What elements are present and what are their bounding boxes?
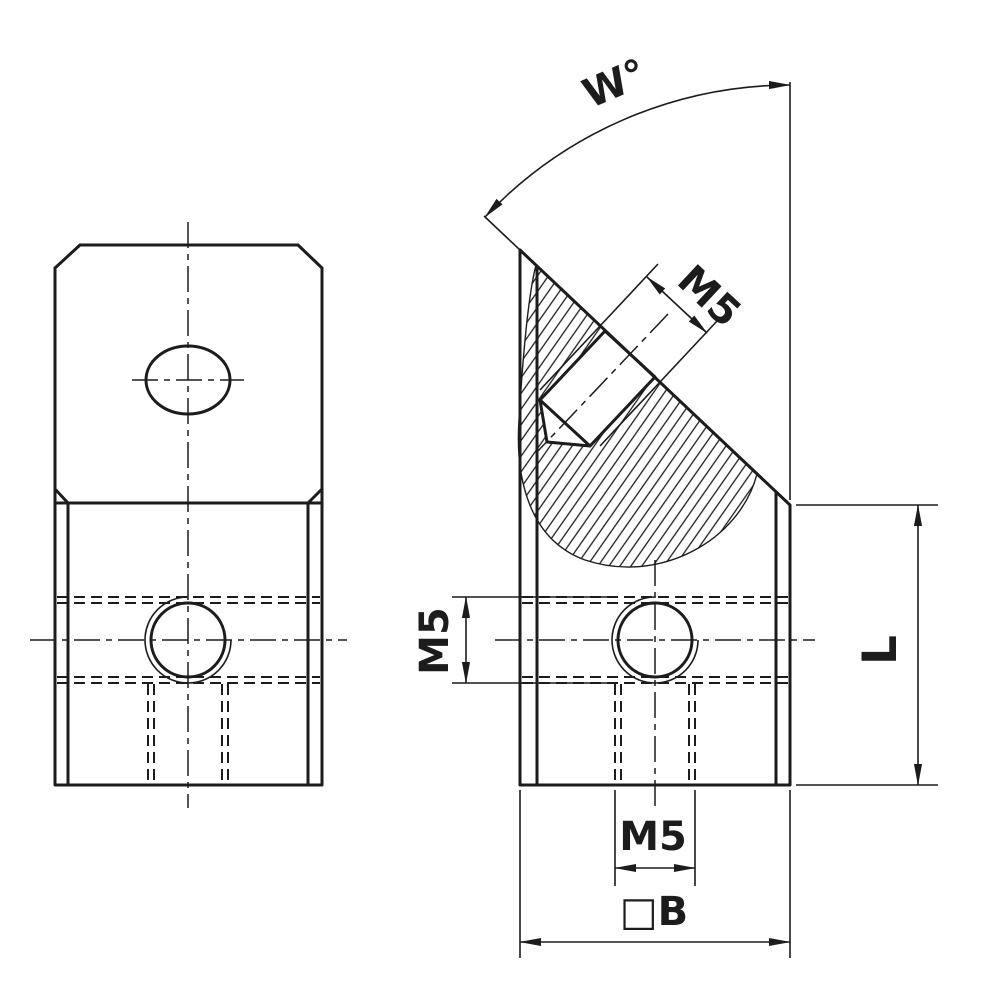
front-outline xyxy=(53,243,324,787)
front-slot-hole xyxy=(144,344,232,416)
side-centerlines xyxy=(495,560,815,810)
angled-hole-label: M5 xyxy=(668,257,749,337)
front-cross-hole xyxy=(149,601,227,679)
side-cross-hole-thread xyxy=(611,596,699,684)
section-hatch xyxy=(517,263,758,568)
dim-angled-hole-line xyxy=(646,276,708,334)
side-cross-hole xyxy=(616,601,694,679)
length-label: L xyxy=(853,635,908,665)
width-label: □B xyxy=(620,889,688,935)
dim-width-extension-lines xyxy=(519,790,791,958)
bottom-hole-label: M5 xyxy=(619,814,687,860)
angle-label: W° xyxy=(576,50,653,117)
dim-bottom-hole-thread: M5 xyxy=(614,790,696,886)
dim-length: L xyxy=(796,504,938,786)
dim-cross-hole-thread: M5 xyxy=(412,596,608,684)
side-view xyxy=(495,248,815,810)
dim-cross-hole-extension-lines xyxy=(452,596,608,684)
dim-angle-arc xyxy=(484,80,791,218)
front-cross-hole-thread xyxy=(144,596,232,684)
side-outline xyxy=(518,248,792,787)
dim-width: □B xyxy=(519,790,791,958)
angled-hole-thread xyxy=(539,325,661,447)
dim-angled-hole-extension-lines xyxy=(599,263,719,383)
cross-hole-label: M5 xyxy=(412,607,458,675)
front-view xyxy=(30,222,347,808)
angled-hole-centerline xyxy=(536,313,669,453)
front-centerlines xyxy=(30,222,347,808)
